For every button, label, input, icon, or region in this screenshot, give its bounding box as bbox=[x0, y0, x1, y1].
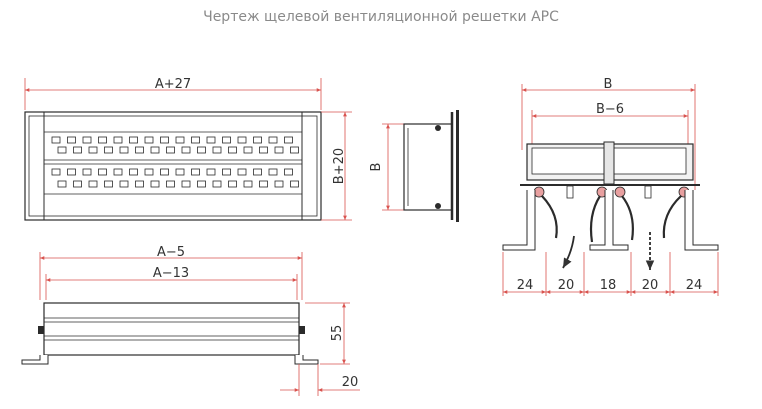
slot bbox=[222, 168, 231, 176]
slot bbox=[113, 136, 123, 144]
slot bbox=[129, 136, 138, 144]
slot bbox=[274, 180, 284, 188]
slot bbox=[135, 180, 144, 188]
slot bbox=[57, 146, 67, 154]
slot bbox=[259, 180, 268, 188]
slot bbox=[57, 180, 67, 188]
slot bbox=[222, 136, 231, 144]
slot bbox=[243, 146, 253, 154]
blade bbox=[662, 195, 682, 239]
slot bbox=[129, 168, 138, 176]
slot bbox=[119, 180, 129, 188]
slot bbox=[150, 146, 160, 154]
section-dim-label: 20 bbox=[558, 278, 575, 293]
slot bbox=[175, 136, 185, 144]
slot bbox=[166, 180, 175, 188]
slot bbox=[268, 136, 278, 144]
slot bbox=[274, 146, 284, 154]
slot bbox=[88, 146, 98, 154]
slot bbox=[206, 136, 216, 144]
slot bbox=[253, 168, 262, 176]
front-frame bbox=[24, 111, 322, 221]
slot bbox=[166, 146, 175, 154]
slot bbox=[73, 146, 82, 154]
slot bbox=[212, 146, 222, 154]
bottom-body bbox=[43, 302, 300, 356]
section-dim-label: 20 bbox=[642, 278, 659, 293]
slot bbox=[73, 180, 82, 188]
slot bbox=[197, 146, 206, 154]
section-dim-label: 24 bbox=[686, 278, 703, 293]
slot bbox=[98, 136, 107, 144]
slot bbox=[144, 168, 154, 176]
side-height-dimension-label: B bbox=[369, 163, 384, 172]
blade bbox=[621, 195, 634, 241]
slot bbox=[160, 168, 169, 176]
slot bbox=[284, 168, 293, 176]
slot bbox=[212, 180, 222, 188]
slot bbox=[253, 136, 262, 144]
slot bbox=[259, 146, 268, 154]
airflow-arrow bbox=[562, 235, 575, 269]
section-dim-label: 24 bbox=[517, 278, 534, 293]
slot bbox=[181, 180, 191, 188]
slot bbox=[228, 180, 237, 188]
slot bbox=[67, 136, 76, 144]
slot bbox=[237, 168, 247, 176]
section-outer-label: B bbox=[604, 77, 613, 92]
slot bbox=[119, 146, 129, 154]
slot bbox=[290, 146, 299, 154]
slot bbox=[98, 168, 107, 176]
slot bbox=[82, 136, 92, 144]
slot-rows bbox=[51, 136, 299, 188]
slot bbox=[144, 136, 154, 144]
side-view: B bbox=[369, 110, 459, 222]
slot bbox=[191, 168, 200, 176]
slot bbox=[67, 168, 76, 176]
slot bbox=[197, 180, 206, 188]
bottom-height-label: 55 bbox=[330, 325, 345, 342]
blade bbox=[541, 195, 558, 239]
slot bbox=[228, 146, 237, 154]
slot bbox=[88, 180, 98, 188]
slot bbox=[206, 168, 216, 176]
slot bbox=[51, 136, 61, 144]
slot bbox=[150, 180, 160, 188]
slot bbox=[82, 168, 92, 176]
bottom-inner-label: A−13 bbox=[153, 266, 189, 281]
front-view: A+27 B+20 bbox=[24, 77, 352, 221]
slot bbox=[104, 146, 113, 154]
slot bbox=[175, 168, 185, 176]
height-dimension-label: B+20 bbox=[332, 148, 347, 184]
bottom-outer-label: A−5 bbox=[157, 245, 185, 260]
slot bbox=[51, 168, 61, 176]
slot bbox=[181, 146, 191, 154]
bottom-depth-label: 20 bbox=[342, 375, 359, 390]
slot bbox=[191, 136, 200, 144]
slot bbox=[268, 168, 278, 176]
slot bbox=[243, 180, 253, 188]
slot bbox=[113, 168, 123, 176]
slot bbox=[290, 180, 299, 188]
side-body bbox=[403, 123, 453, 211]
slot bbox=[160, 136, 169, 144]
blade bbox=[589, 195, 601, 243]
section-inner-label: B−6 bbox=[596, 102, 624, 117]
width-dimension-label: A+27 bbox=[155, 77, 191, 92]
section-dim-label: 18 bbox=[600, 278, 617, 293]
bottom-view: A−5 A−13 55 20 bbox=[21, 245, 360, 396]
drawing-title: Чертеж щелевой вентиляционной решетки АР… bbox=[203, 9, 559, 25]
slot bbox=[237, 136, 247, 144]
section-view: B B−6 bbox=[502, 77, 719, 296]
slot bbox=[284, 136, 293, 144]
slot bbox=[104, 180, 113, 188]
pivot-marker bbox=[614, 186, 626, 198]
slot bbox=[135, 146, 144, 154]
